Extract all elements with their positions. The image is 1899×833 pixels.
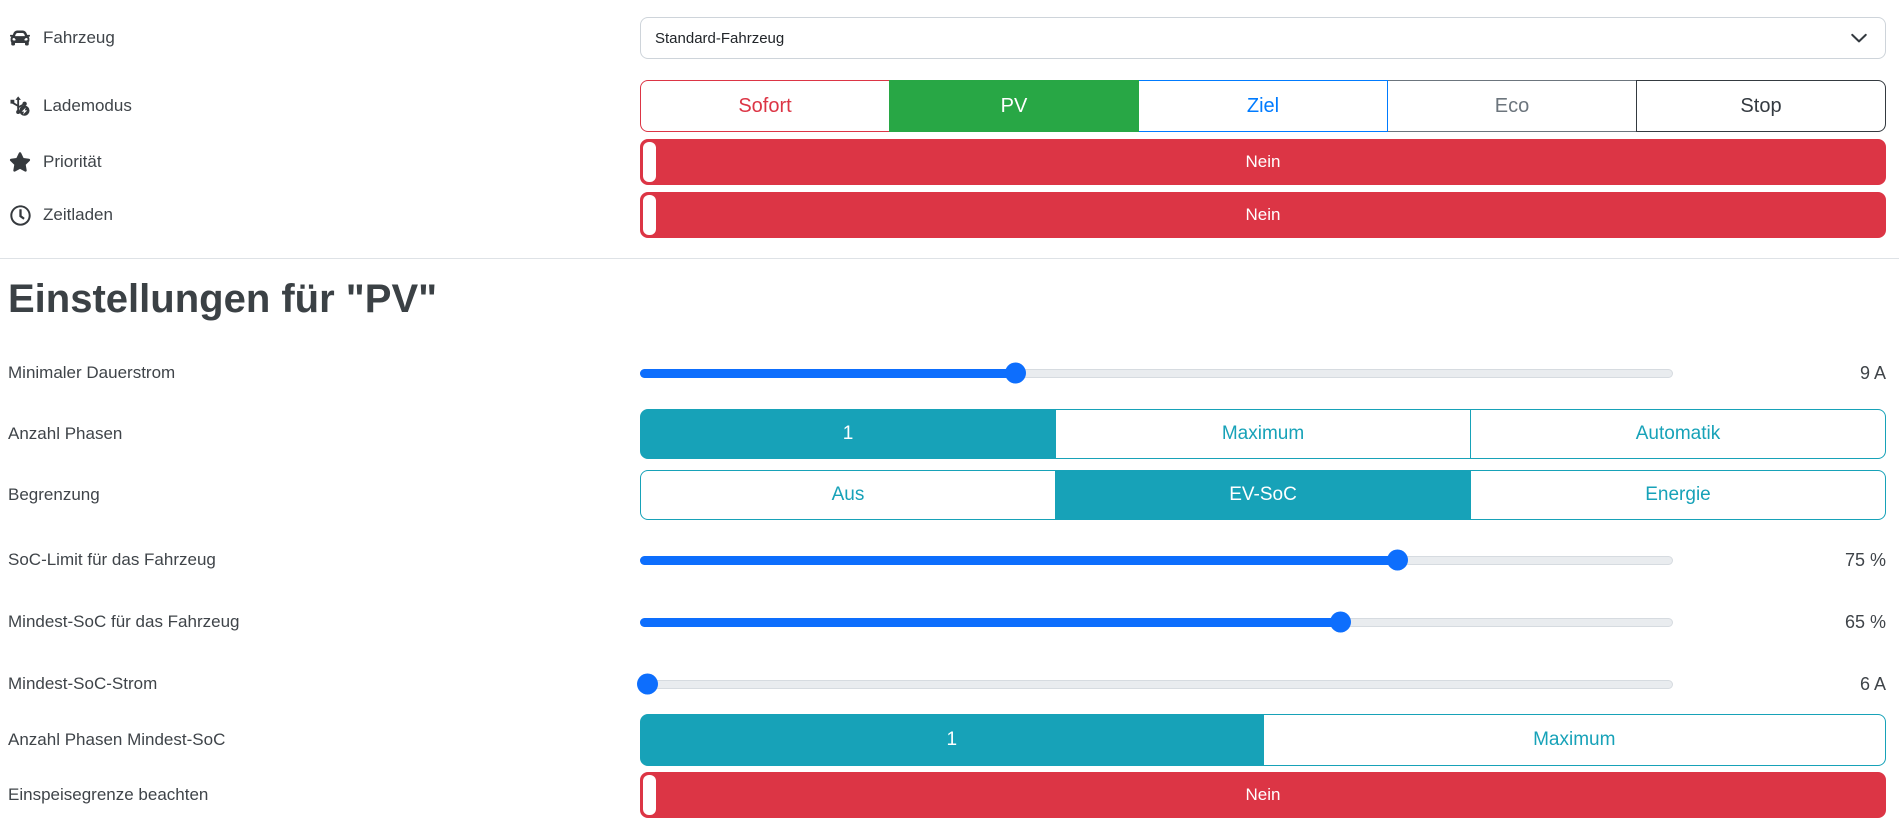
- section-divider: [0, 258, 1899, 259]
- slider-track: [640, 549, 1673, 571]
- slider-thumb[interactable]: [637, 673, 659, 695]
- time-charge-label: Zeitladen: [8, 204, 640, 226]
- limit-mode-row: Begrenzung Aus EV-SoC Energie: [8, 470, 1886, 520]
- mode-button-sofort[interactable]: Sofort: [640, 80, 890, 132]
- charge-mode-group: Sofort PV Ziel Eco Stop: [640, 80, 1886, 132]
- time-charge-row: Zeitladen Nein: [8, 192, 1886, 238]
- limit-option-aus[interactable]: Aus: [640, 470, 1056, 520]
- min-soc-row: Mindest-SoC für das Fahrzeug 65 %: [8, 598, 1886, 646]
- slider-fill: [637, 673, 659, 695]
- phases-label: Anzahl Phasen: [8, 424, 123, 443]
- toggle-knob: [643, 775, 656, 815]
- time-charge-label-text: Zeitladen: [43, 205, 113, 224]
- feed-in-limit-toggle[interactable]: Nein: [640, 772, 1886, 818]
- slider-track: [640, 611, 1673, 633]
- chevron-down-icon: [1847, 27, 1871, 49]
- charge-mode-label: Lademodus: [8, 95, 640, 117]
- vehicle-select[interactable]: Standard-Fahrzeug: [640, 17, 1886, 59]
- star-icon: [8, 151, 32, 173]
- min-current-label: Minimaler Dauerstrom: [8, 363, 176, 382]
- priority-row: Priorität Nein: [8, 139, 1886, 185]
- min-current-slider[interactable]: [640, 349, 1673, 397]
- phases-option-automatik[interactable]: Automatik: [1470, 409, 1886, 459]
- phases-min-soc-label: Anzahl Phasen Mindest-SoC: [8, 730, 226, 749]
- priority-toggle[interactable]: Nein: [640, 139, 1886, 185]
- soc-limit-row: SoC-Limit für das Fahrzeug 75 %: [8, 536, 1886, 584]
- phases-option-1[interactable]: 1: [640, 409, 1056, 459]
- min-soc-current-row: Mindest-SoC-Strom 6 A: [8, 660, 1886, 708]
- min-soc-slider[interactable]: [640, 598, 1673, 646]
- slider-fill: [640, 611, 1352, 633]
- vehicle-label: Fahrzeug: [8, 27, 640, 49]
- charge-mode-row: Lademodus Sofort PV Ziel Eco Stop: [8, 80, 1886, 132]
- min-soc-value: 65 %: [1844, 611, 1886, 632]
- slider-thumb[interactable]: [1330, 611, 1352, 633]
- phases-min-soc-option-1[interactable]: 1: [640, 714, 1264, 766]
- limit-option-energie[interactable]: Energie: [1470, 470, 1886, 520]
- vehicle-select-value: Standard-Fahrzeug: [655, 29, 785, 47]
- time-charge-toggle[interactable]: Nein: [640, 192, 1886, 238]
- charge-modes-icon: [8, 95, 32, 117]
- min-soc-label: Mindest-SoC für das Fahrzeug: [8, 612, 240, 631]
- min-soc-current-value: 6 A: [1859, 673, 1886, 694]
- soc-limit-value: 75 %: [1844, 549, 1886, 570]
- slider-fill: [640, 549, 1408, 571]
- clock-icon: [8, 204, 32, 226]
- slider-thumb[interactable]: [1386, 549, 1408, 571]
- slider-thumb[interactable]: [1005, 362, 1027, 384]
- mode-button-ziel[interactable]: Ziel: [1138, 80, 1388, 132]
- vehicle-row: Fahrzeug Standard-Fahrzeug: [8, 17, 1886, 59]
- limit-option-ev-soc[interactable]: EV-SoC: [1055, 470, 1471, 520]
- section-title: Einstellungen für "PV": [8, 277, 438, 321]
- slider-fill: [640, 362, 1027, 384]
- phases-option-maximum[interactable]: Maximum: [1055, 409, 1471, 459]
- min-soc-current-slider[interactable]: [637, 660, 1673, 708]
- soc-limit-label: SoC-Limit für das Fahrzeug: [8, 550, 216, 569]
- phases-min-soc-group: 1 Maximum: [640, 714, 1886, 766]
- limit-mode-group: Aus EV-SoC Energie: [640, 470, 1886, 520]
- toggle-knob: [643, 142, 656, 182]
- min-current-row: Minimaler Dauerstrom 9 A: [8, 349, 1886, 397]
- feed-in-limit-row: Einspeisegrenze beachten Nein: [8, 772, 1886, 818]
- limit-mode-label: Begrenzung: [8, 485, 100, 504]
- charge-mode-label-text: Lademodus: [43, 96, 132, 115]
- phases-min-soc-row: Anzahl Phasen Mindest-SoC 1 Maximum: [8, 714, 1886, 766]
- slider-track: [640, 362, 1673, 384]
- car-icon: [8, 27, 32, 49]
- time-charge-toggle-value: Nein: [1245, 205, 1281, 224]
- mode-button-eco[interactable]: Eco: [1387, 80, 1637, 132]
- feed-in-limit-label: Einspeisegrenze beachten: [8, 785, 209, 804]
- phases-min-soc-option-maximum[interactable]: Maximum: [1262, 714, 1886, 766]
- priority-label-text: Priorität: [43, 152, 102, 171]
- min-soc-current-label: Mindest-SoC-Strom: [8, 674, 158, 693]
- phases-row: Anzahl Phasen 1 Maximum Automatik: [8, 409, 1886, 459]
- toggle-knob: [643, 195, 656, 235]
- min-current-value: 9 A: [1859, 362, 1886, 383]
- mode-button-stop[interactable]: Stop: [1636, 80, 1886, 132]
- soc-limit-slider[interactable]: [640, 536, 1673, 584]
- slider-track: [637, 673, 1673, 695]
- vehicle-label-text: Fahrzeug: [43, 28, 115, 47]
- feed-in-limit-toggle-value: Nein: [1245, 785, 1281, 804]
- priority-toggle-value: Nein: [1245, 152, 1281, 171]
- phases-group: 1 Maximum Automatik: [640, 409, 1886, 459]
- mode-button-pv[interactable]: PV: [889, 80, 1139, 132]
- priority-label: Priorität: [8, 151, 640, 173]
